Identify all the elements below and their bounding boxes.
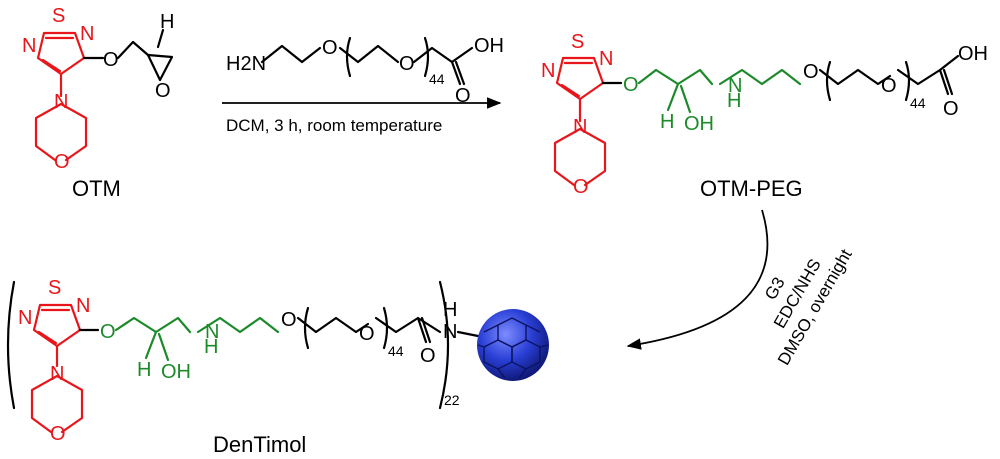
- otmpeg-n-atom-2: N: [541, 60, 555, 82]
- dent-amide-n: N: [443, 321, 457, 343]
- dent-peg-o-1: O: [281, 309, 297, 331]
- otmpeg-morpholine-o: O: [573, 176, 589, 198]
- otm-s-atom: S: [52, 5, 65, 27]
- peg-carbonyl-o: O: [455, 85, 471, 107]
- otmpeg-carbonyl-o: O: [943, 98, 959, 120]
- dent-amide-h: H: [443, 299, 457, 321]
- otmpeg-repeat-count: 44: [910, 95, 926, 111]
- dent-peg-o-2: O: [359, 323, 375, 345]
- dent-ether-o: O: [100, 321, 116, 343]
- otm-peg-label: OTM-PEG: [700, 176, 803, 201]
- dent-carbonyl-o: O: [420, 345, 436, 367]
- dent-n-atom-2: N: [18, 307, 32, 329]
- otmpeg-ether-o: O: [623, 74, 639, 96]
- dent-s-atom: S: [48, 277, 61, 299]
- otm-peg-structure: S N N N O O N H H OH O O 44 OH O OTM-PEG: [541, 31, 988, 201]
- dent-morpholine-o: O: [50, 423, 66, 445]
- dentimol-label: DenTimol: [213, 432, 306, 457]
- otm-h: H: [160, 11, 174, 33]
- dent-repeat-count: 44: [388, 343, 404, 359]
- dent-oh: OH: [161, 361, 191, 383]
- reaction1-conditions: DCM, 3 h, room temperature: [226, 116, 442, 135]
- otmpeg-morpholine-n: N: [573, 116, 587, 138]
- dent-morpholine-n: N: [50, 363, 64, 385]
- reaction-arrow-2: [626, 209, 769, 350]
- peg-o-1: O: [322, 37, 338, 59]
- otm-structure: S N N N O O H O OTM: [22, 5, 174, 201]
- peg-h2n: H2N: [226, 53, 266, 75]
- peg-o-2: O: [399, 53, 415, 75]
- otm-epoxide-o: O: [155, 80, 171, 102]
- otm-label: OTM: [72, 176, 121, 201]
- otmpeg-amine-n: N: [728, 75, 742, 97]
- otmpeg-n-atom-1: N: [599, 48, 613, 70]
- otmpeg-oh: OH: [684, 113, 714, 135]
- dent-h: H: [137, 359, 151, 381]
- otm-n-atom-2: N: [22, 35, 36, 57]
- dent-amine-n: N: [205, 321, 219, 343]
- peg-reagent-structure: H2N O O 44 OH O: [226, 35, 504, 107]
- otm-morpholine-n: N: [54, 91, 68, 113]
- otmpeg-s-atom: S: [571, 31, 584, 53]
- otm-n-atom-1: N: [80, 23, 94, 45]
- reaction2-labels: G3 EDC/NHS DMSO, overnight: [761, 246, 856, 369]
- otmpeg-peg-o-1: O: [803, 61, 819, 83]
- dent-n-atom-1: N: [76, 295, 90, 317]
- peg-repeat-count: 44: [429, 71, 445, 87]
- otmpeg-oh-acid: OH: [958, 43, 988, 65]
- otmpeg-h: H: [660, 111, 674, 133]
- dent-amine-h: H: [204, 336, 218, 358]
- otm-morpholine-o: O: [54, 151, 70, 173]
- peg-oh: OH: [474, 35, 504, 57]
- otmpeg-peg-o-2: O: [881, 75, 897, 97]
- otmpeg-amine-h: H: [727, 90, 741, 112]
- otm-ether-o: O: [103, 49, 119, 71]
- dent-copy-count: 22: [444, 392, 460, 408]
- g3-dendrimer-sphere: [477, 309, 549, 381]
- dentimol-structure: S N N N O O N H H OH O O 44 O H N 22 Den…: [6, 277, 549, 457]
